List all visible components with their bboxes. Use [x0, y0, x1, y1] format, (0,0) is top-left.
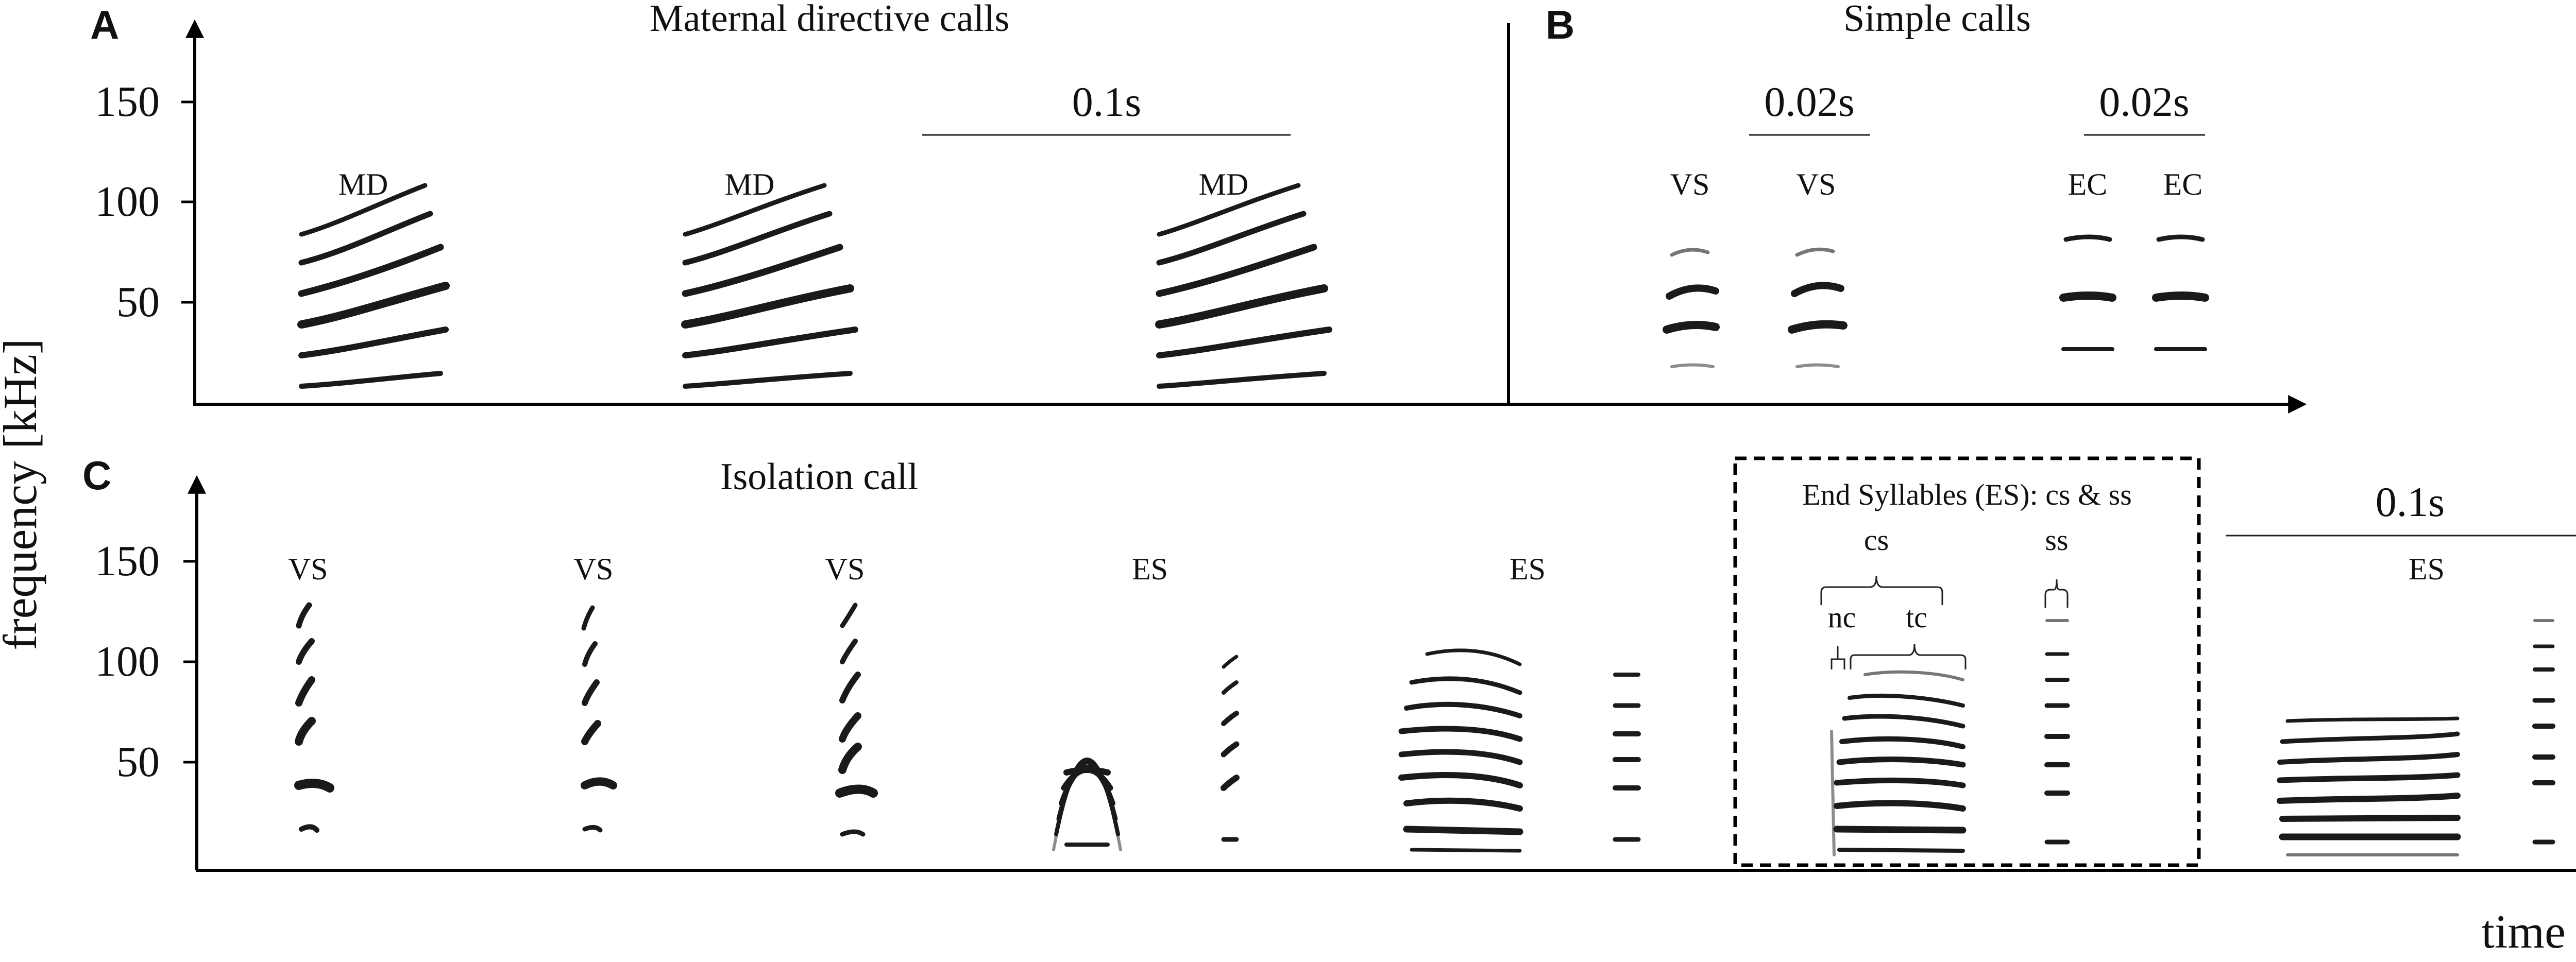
vs-spectrogram: [581, 605, 617, 833]
inset-label-ss: ss: [2045, 523, 2068, 557]
ss-spectrogram: [2532, 619, 2555, 845]
panel-c-ytick: 50: [116, 738, 160, 786]
vs-spectrogram: [835, 603, 878, 837]
vs-spectrogram: [294, 602, 334, 833]
cs-spectrogram: [1830, 670, 1967, 856]
end-syllables-inset: [1733, 456, 2201, 867]
call-label-md: MD: [338, 167, 388, 201]
inset-label-cs: cs: [1864, 523, 1889, 557]
panel-c-scale-label: 0.1s: [2376, 478, 2445, 525]
vs-spectrogram: [1663, 248, 1720, 368]
panel-a-ytick: 100: [95, 178, 160, 226]
ss-spectrogram: [2044, 619, 2070, 845]
inset-label-tc: tc: [1906, 600, 1927, 634]
panel-a-letter: A: [90, 2, 119, 47]
panel-a-ytick: 150: [95, 78, 160, 126]
ss-spectrogram: [1221, 655, 1240, 842]
call-label-vs: VS: [289, 552, 328, 586]
panel-a-ytick: 50: [116, 278, 160, 326]
md-spectrogram: [1155, 183, 1332, 389]
vs-spectrogram: [1788, 247, 1848, 368]
call-label-md: MD: [1199, 167, 1249, 201]
panel-b-scale-label: 0.02s: [2099, 78, 2189, 125]
panel-b-scale-label: 0.02s: [1764, 78, 1854, 125]
panel-b: B Simple calls 0.02s 0.02s VS VS EC EC: [1546, 0, 2209, 368]
es-spectrogram: [1398, 648, 1523, 853]
call-label-ec: EC: [2068, 167, 2108, 201]
es-spectrogram: [1052, 758, 1122, 851]
md-spectrogram: [297, 183, 450, 389]
panel-c-ytick: 150: [95, 537, 160, 585]
panel-c-letter: C: [82, 453, 111, 498]
ss-spectrogram: [1613, 673, 1641, 842]
ec-spectrogram: [2059, 234, 2116, 351]
panel-a: A Maternal directive calls 150 100 50 0.…: [90, 0, 2307, 414]
call-label-es: ES: [1132, 552, 1168, 586]
inset-title: End Syllables (ES): cs & ss: [1802, 478, 2132, 511]
md-spectrogram: [681, 183, 858, 389]
tc-brace: [1850, 643, 1967, 669]
call-label-vs: VS: [1670, 167, 1710, 201]
panel-a-title: Maternal directive calls: [650, 0, 1010, 40]
ss-brace: [2044, 579, 2069, 608]
inset-label-nc: nc: [1828, 600, 1856, 634]
call-label-ec: EC: [2163, 167, 2203, 201]
x-axis-label: time [s]: [2481, 905, 2576, 958]
panel-b-title: Simple calls: [1843, 0, 2031, 40]
cs-brace: [1820, 575, 1943, 605]
nc-brace: [1831, 646, 1845, 669]
call-label-md: MD: [725, 167, 775, 201]
call-label-es: ES: [1510, 552, 1546, 586]
ec-spectrogram: [2152, 234, 2209, 351]
es-spectrogram: [2277, 716, 2461, 856]
panel-b-letter: B: [1546, 2, 1574, 47]
call-label-vs: VS: [574, 552, 614, 586]
call-label-es: ES: [2409, 552, 2445, 586]
panel-c-title: Isolation call: [720, 456, 918, 498]
y-axis-label: frequency [kHz]: [0, 338, 46, 650]
panel-a-scale-label: 0.1s: [1072, 78, 1141, 125]
panel-c-ytick: 100: [95, 638, 160, 685]
call-label-vs: VS: [1797, 167, 1836, 201]
panel-c: C Isolation call 150 100 50 0.1s VS VS V…: [82, 453, 2576, 872]
call-label-vs: VS: [825, 552, 865, 586]
